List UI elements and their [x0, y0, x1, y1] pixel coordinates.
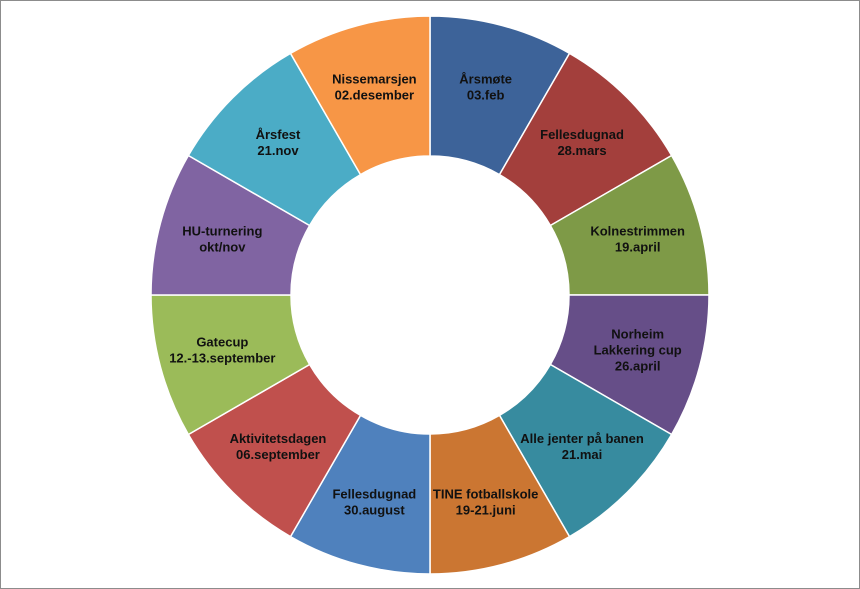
slice-label-line: okt/nov: [199, 239, 246, 254]
slice-label-line: 03.feb: [467, 87, 505, 102]
slice-label-line: 21.mai: [562, 447, 602, 462]
slice-label-line: 02.desember: [335, 87, 415, 102]
slice-label-line: Gatecup: [196, 335, 248, 350]
slice-label-line: 12.-13.september: [169, 351, 275, 366]
slice-label-line: 26.april: [615, 359, 661, 374]
slice-label-line: Kolnestrimmen: [590, 223, 685, 238]
slice-label-line: HU-turnering: [182, 223, 262, 238]
slice-label-line: 06.september: [236, 447, 320, 462]
slice-label-line: 19-21.juni: [456, 503, 516, 518]
slice-label-line: Aktivitetsdagen: [230, 431, 327, 446]
slice-label-line: 30.august: [344, 503, 405, 518]
slice-label-line: 21.nov: [257, 143, 299, 158]
slice-label-line: Fellesdugnad: [332, 487, 416, 502]
slice-label-line: Nissemarsjen: [332, 71, 417, 86]
donut-slice-12: [289, 15, 431, 176]
slice-label-line: Fellesdugnad: [540, 127, 624, 142]
slice-label-line: 28.mars: [557, 143, 606, 158]
slice-label-line: Alle jenter på banen: [520, 431, 644, 446]
slice-label-line: TINE fotballskole: [433, 487, 538, 502]
slice-label-line: Lakkering cup: [594, 343, 682, 358]
slice-label-line: 19.april: [615, 239, 661, 254]
slice-label-line: Norheim: [611, 327, 664, 342]
slice-label-line: Årsfest: [256, 127, 301, 142]
slice-label-line: Årsmøte: [459, 71, 512, 86]
